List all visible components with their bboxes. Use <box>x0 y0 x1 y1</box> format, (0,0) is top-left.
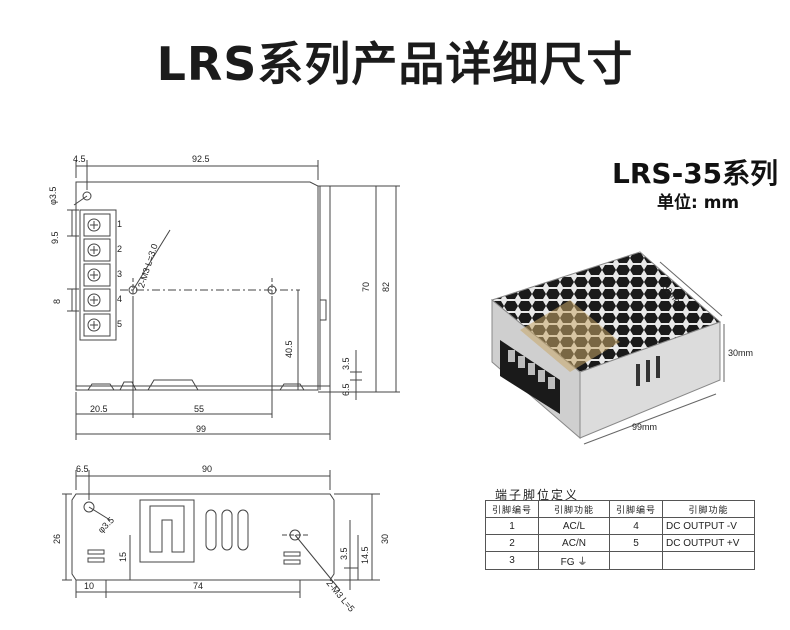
header-pin-fn-2: 引脚功能 <box>662 500 755 518</box>
dim-side-base-left: 10 <box>84 581 95 591</box>
dim-side-gap1: 3.5 <box>339 547 349 560</box>
header-pin-fn-1: 引脚功能 <box>538 500 610 518</box>
dim-side-hole-height: 14.5 <box>360 546 370 564</box>
dim-top-terminal-offset: 9.5 <box>50 231 60 244</box>
dim-side-slot-height: 15 <box>118 551 128 562</box>
photo-dim-depth: 82mm <box>660 282 685 308</box>
table-row: 1 AC/L 4 DC OUTPUT -V <box>485 517 755 535</box>
dim-top-left-margin: 4.5 <box>73 154 86 164</box>
dim-side-left-margin: 6.5 <box>76 464 89 474</box>
header-pin-no-1: 引脚编号 <box>485 500 539 518</box>
dim-top-pitch: 8 <box>52 298 62 304</box>
dim-top-hole-height: 40.5 <box>284 340 294 358</box>
page-title: LRS系列产品详细尺寸 <box>156 37 634 91</box>
photo-dim-length: 99mm <box>632 422 658 432</box>
terminal-label-3: 3 <box>117 269 123 279</box>
dim-top-gap1: 3.5 <box>341 357 351 370</box>
header-pin-no-2: 引脚编号 <box>609 500 663 518</box>
unit-label: 单位: mm <box>657 193 740 213</box>
terminal-label-1: 1 <box>117 219 123 229</box>
dim-side-base-span: 74 <box>193 581 204 591</box>
dim-top-base-left: 20.5 <box>90 404 108 414</box>
series-label: LRS-35系列 <box>612 157 779 190</box>
dim-top-hole-dia: φ3.5 <box>48 186 58 205</box>
terminal-label-2: 2 <box>117 244 123 254</box>
dim-side-height-left: 26 <box>52 533 62 544</box>
table-row: 3 FG ⏚ <box>485 551 755 570</box>
pin-table-header: 引脚编号 引脚功能 引脚编号 引脚功能 <box>485 500 755 518</box>
dim-top-base-span: 55 <box>194 404 205 414</box>
pin-table-title: 端子脚位定义 <box>495 488 580 502</box>
dim-side-mount-holes: 2-M3 L=5 <box>324 578 357 614</box>
dim-top-width: 92.5 <box>192 154 210 164</box>
dim-side-height-total: 30 <box>380 533 390 544</box>
pin-table: 引脚编号 引脚功能 引脚编号 引脚功能 1 AC/L 4 DC OUTPUT -… <box>485 500 755 570</box>
dim-side-width: 90 <box>202 464 213 474</box>
photo-dim-height: 30mm <box>728 348 754 358</box>
dim-top-mount-holes: 2-M3 L=3.0 <box>136 242 160 290</box>
dim-top-length-total: 99 <box>196 424 207 434</box>
dim-side-hole-dia: φ3.5 <box>96 515 117 536</box>
table-row: 2 AC/N 5 DC OUTPUT +V <box>485 534 755 552</box>
terminal-label-4: 4 <box>117 294 123 304</box>
dim-top-height-total: 82 <box>381 281 391 292</box>
terminal-label-5: 5 <box>117 319 123 329</box>
dim-top-gap2: 6.5 <box>341 383 351 396</box>
dim-top-height-inner: 70 <box>361 281 371 292</box>
